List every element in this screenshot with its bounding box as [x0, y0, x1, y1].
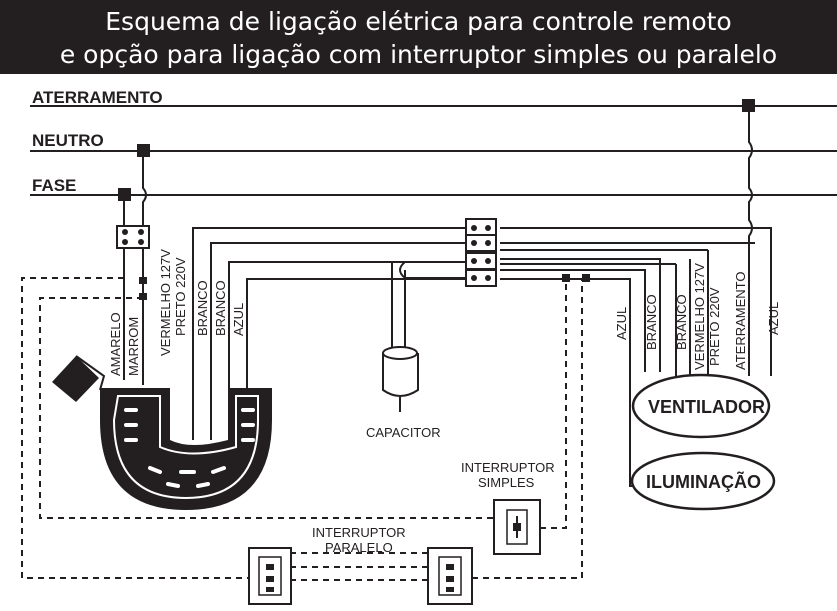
connector-square: [139, 293, 147, 300]
lighting-ellipse: [630, 451, 776, 511]
central-terminal-block: [465, 218, 497, 287]
fan-wire-label-blue-2: AZUL: [766, 302, 781, 335]
fan-wire-label-blue: AZUL: [614, 307, 629, 340]
fan-wire-label-red-127: VERMELHO 127V: [692, 263, 707, 370]
parallel-switch-label-1: INTERRUPTOR: [312, 525, 406, 540]
wire-label-brown: MARROM: [126, 317, 141, 376]
fan-wire-label-ground: ATERRAMENTO: [733, 272, 748, 370]
fan-wire-label-black-220: PRETO 220V: [707, 287, 722, 366]
wire-label-red-127: VERMELHO 127V: [158, 249, 173, 356]
connector-square: [562, 274, 570, 282]
lighting-label: ILUMINAÇÃO: [646, 471, 761, 492]
wire-label-white-2: BRANCO: [213, 280, 228, 336]
title-line-2: e opção para ligação com interruptor sim…: [59, 40, 778, 69]
parallel-switch-left: [248, 547, 292, 605]
connector-square: [139, 277, 147, 284]
neutral-junction: [137, 144, 150, 157]
fan-label: VENTILADOR: [648, 397, 765, 417]
receiver-plug: [52, 355, 106, 402]
ground-junction: [742, 99, 755, 112]
wire-label-black-220: PRETO 220V: [173, 257, 188, 336]
wire-label-blue: AZUL: [231, 303, 246, 336]
simple-switch: [493, 499, 541, 555]
title-line-1: Esquema de ligação elétrica para control…: [105, 7, 732, 36]
title-bar: Esquema de ligação elétrica para control…: [0, 0, 837, 74]
remote-receiver: [100, 388, 272, 510]
fan-ellipse: [631, 373, 771, 439]
simple-switch-label-1: INTERRUPTOR: [461, 460, 555, 475]
dashed-switch-wires: [21, 277, 583, 581]
receiver-output-wires: [192, 227, 470, 440]
wire-label-yellow: AMARELO: [108, 312, 123, 376]
ground-line-label: ATERRAMENTO: [32, 88, 163, 107]
capacitor: [382, 346, 419, 412]
connector-square: [582, 274, 590, 282]
parallel-switch-label-2: PARALELO: [325, 540, 393, 555]
fan-wire-label-white-2: BRANCO: [674, 294, 689, 350]
phase-line-label: FASE: [32, 176, 76, 195]
neutral-line-label: NEUTRO: [32, 131, 104, 150]
phase-junction: [118, 188, 131, 201]
wire-label-white-1: BRANCO: [195, 280, 210, 336]
supply-drop-wires: [123, 157, 147, 385]
supply-lines: [30, 105, 837, 196]
capacitor-label: CAPACITOR: [366, 425, 441, 440]
parallel-switch-right: [427, 547, 473, 605]
fan-wire-label-white: BRANCO: [644, 294, 659, 350]
capacitor-wires: [391, 261, 466, 350]
input-terminal-block: [116, 225, 150, 249]
simple-switch-label-2: SIMPLES: [478, 475, 535, 490]
